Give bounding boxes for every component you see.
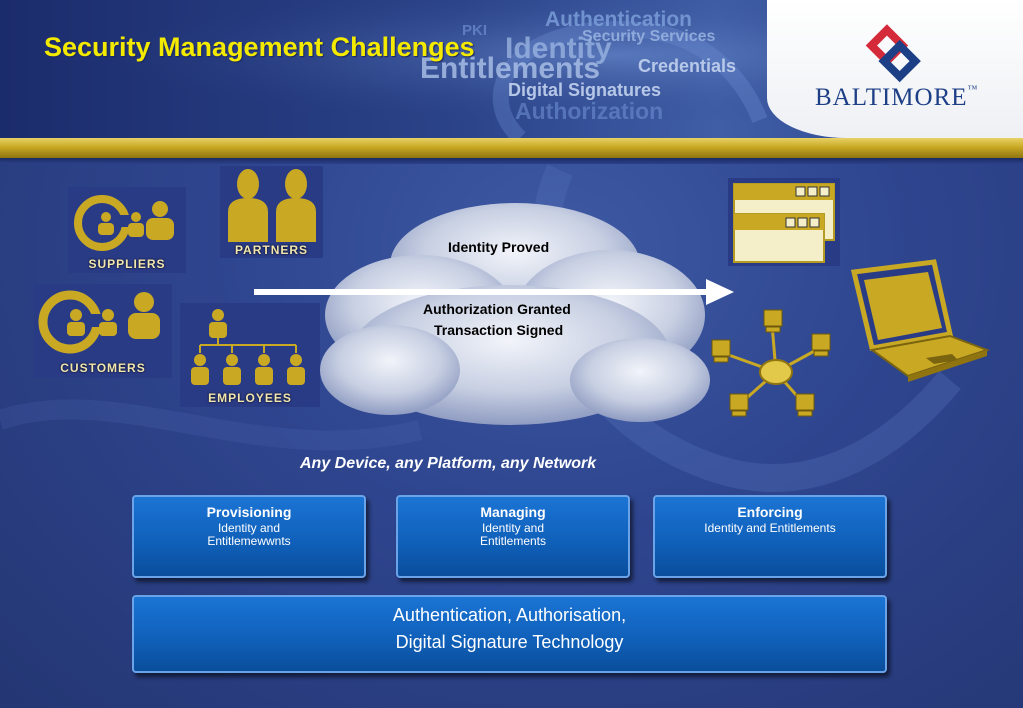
suppliers-people-icon — [74, 195, 174, 251]
enforcing-box: Enforcing Identity and Entitlements — [653, 495, 887, 578]
customers-people-icon — [38, 290, 160, 354]
dark-divider — [0, 158, 1023, 164]
network-subtitle: Any Device, any Platform, any Network — [300, 455, 597, 472]
org-chart-icon — [191, 309, 305, 385]
bg-word-security-services: Security Services — [582, 28, 716, 45]
bg-word-credentials: Credentials — [638, 56, 737, 76]
laptop-icon — [850, 259, 990, 382]
arrow-icon — [254, 279, 734, 305]
logo-wordmark: BALTIMORE™ — [815, 84, 978, 112]
managing-title: Managing — [480, 504, 546, 520]
bg-word-authentication: Authentication — [545, 8, 692, 31]
employees-label: EMPLOYEES — [208, 391, 292, 405]
suppliers-card: SUPPLIERS — [68, 187, 186, 273]
managing-line2: Entitlements — [479, 534, 547, 548]
window-icon — [728, 178, 840, 266]
partners-card: PARTNERS — [220, 166, 323, 258]
bg-word-authorization: Authorization — [515, 98, 664, 124]
partners-people-icon — [228, 169, 316, 242]
enforcing-line1: Identity and Entitlements — [704, 521, 836, 535]
bg-word-entitlements: Entitlements — [420, 52, 601, 85]
transaction-signed-text: Transaction Signed — [434, 322, 564, 338]
baltimore-logo-icon — [865, 24, 921, 83]
managing-box: Managing Identity and Entitlements — [396, 495, 630, 578]
suppliers-label: SUPPLIERS — [88, 257, 166, 271]
cloud-icon — [320, 203, 710, 425]
network-icon — [711, 309, 831, 417]
bg-word-identity: Identity — [505, 32, 612, 65]
managing-line1: Identity and — [481, 521, 545, 535]
foundation-box: Authentication, Authorisation, Digital S… — [132, 595, 887, 673]
provisioning-line1: Identity and — [217, 521, 281, 535]
foundation-line1: Authentication, Authorisation, — [392, 605, 627, 625]
identity-proved-text: Identity Proved — [448, 239, 550, 255]
logo-name: BALTIMORE — [815, 84, 968, 111]
provisioning-title: Provisioning — [206, 504, 292, 520]
header-banner: Authentication PKI Identity Security Ser… — [0, 0, 1023, 138]
logo-panel: BALTIMORE™ — [767, 0, 1023, 138]
customers-label: CUSTOMERS — [60, 361, 146, 375]
bg-word-pki: PKI — [462, 22, 488, 39]
foundation-line2: Digital Signature Technology — [395, 632, 624, 652]
authorization-granted-text: Authorization Granted — [423, 301, 571, 317]
provisioning-line2: Entitlemewwnts — [207, 534, 291, 548]
gold-divider — [0, 138, 1023, 158]
partners-label: PARTNERS — [234, 243, 309, 257]
customers-card: CUSTOMERS — [34, 284, 172, 378]
bg-word-digital-signatures: Digital Signatures — [508, 80, 662, 100]
logo-trademark: ™ — [967, 84, 979, 95]
provisioning-box: Provisioning Identity and Entitlemewwnts — [132, 495, 366, 578]
employees-card: EMPLOYEES — [180, 303, 320, 407]
page-title: Security Management Challenges — [44, 32, 475, 62]
enforcing-title: Enforcing — [737, 504, 803, 520]
